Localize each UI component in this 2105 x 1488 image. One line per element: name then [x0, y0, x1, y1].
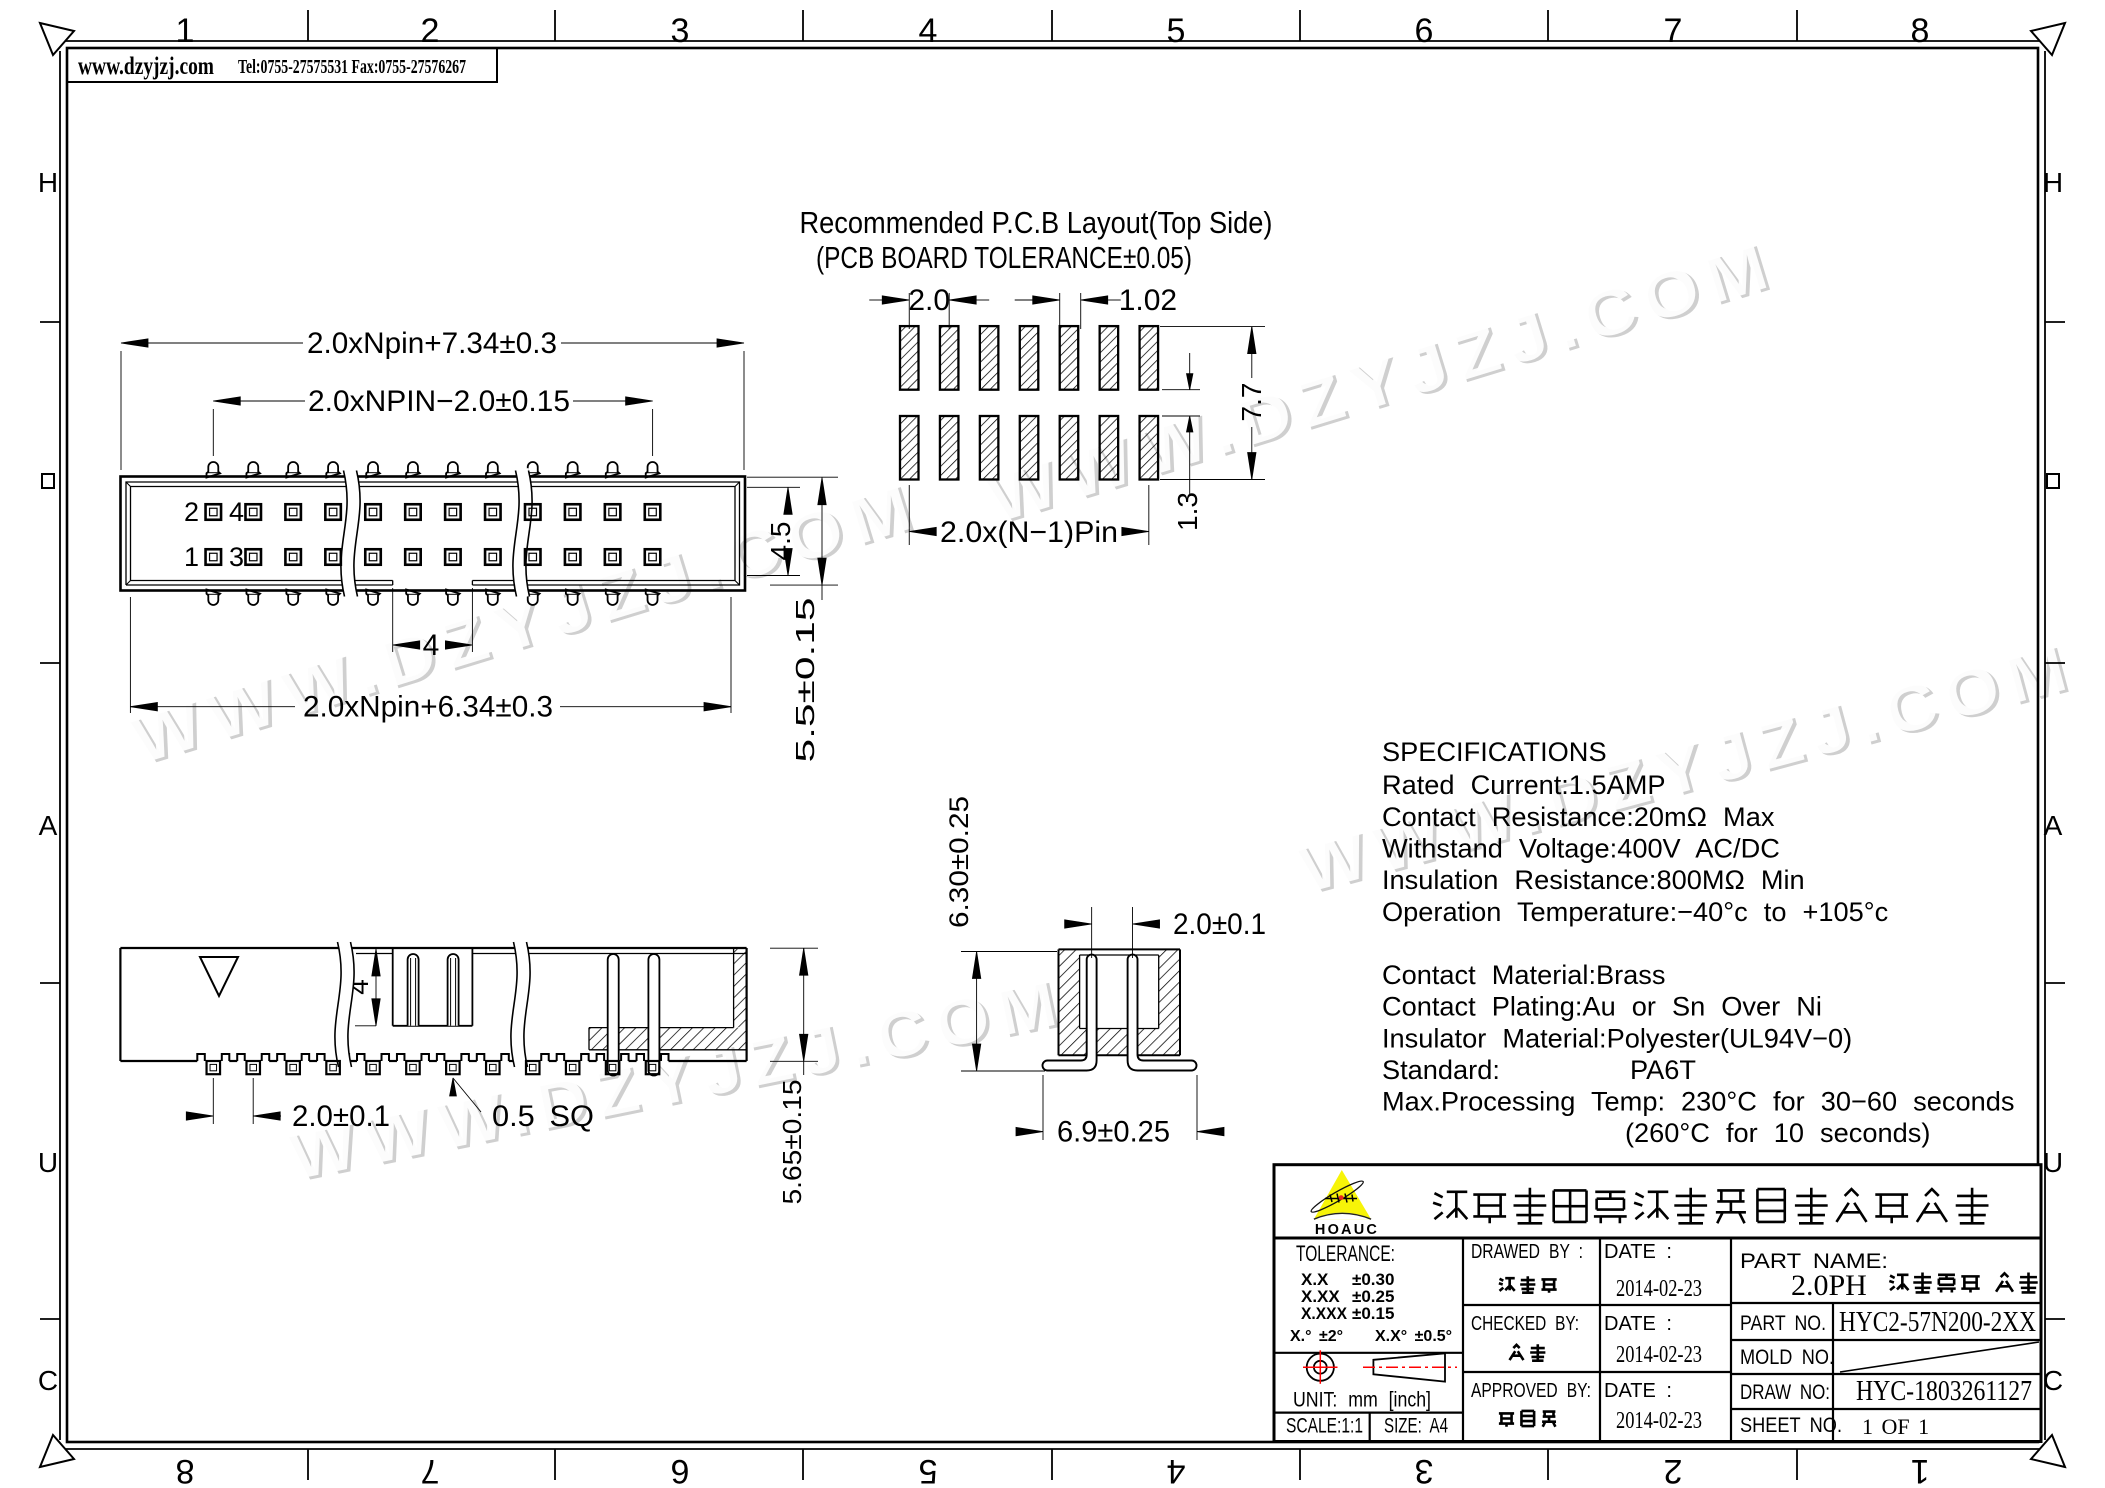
svg-text:2.0xNpin+7.34±0.3: 2.0xNpin+7.34±0.3	[307, 327, 557, 360]
svg-text:5: 5	[1167, 12, 1186, 50]
svg-text:±0.15: ±0.15	[1352, 1304, 1394, 1323]
svg-text:Standard:: Standard:	[1382, 1054, 1500, 1085]
svg-text:X.XX: X.XX	[1301, 1287, 1340, 1306]
svg-text:4: 4	[919, 12, 938, 50]
svg-text:Operation Temperature:−40°c to: Operation Temperature:−40°c to +105°c	[1382, 896, 1888, 927]
svg-text:H: H	[38, 167, 58, 198]
svg-text:5: 5	[919, 1452, 938, 1488]
svg-text:Contact Resistance:20mΩ Max: Contact Resistance:20mΩ Max	[1382, 801, 1775, 832]
svg-text:X.X° ±0.5°: X.X° ±0.5°	[1375, 1328, 1452, 1345]
svg-text:Insulation Resistance:800MΩ Mi: Insulation Resistance:800MΩ Min	[1382, 864, 1805, 895]
svg-text:1 OF 1: 1 OF 1	[1862, 1414, 1929, 1439]
svg-text:2.0x(N−1)Pin: 2.0x(N−1)Pin	[940, 516, 1118, 549]
svg-text:2: 2	[421, 12, 440, 50]
svg-text:3: 3	[229, 542, 244, 572]
svg-text:±0.30: ±0.30	[1352, 1270, 1394, 1289]
svg-text:Contact Plating:Au or Sn Over: Contact Plating:Au or Sn Over Ni	[1382, 991, 1822, 1022]
svg-text:Max.Processing Temp: 230°C for: Max.Processing Temp: 230°C for 30−60 sec…	[1382, 1086, 2014, 1117]
svg-text:1: 1	[1911, 1452, 1930, 1488]
svg-text:DRAW NO:: DRAW NO:	[1740, 1381, 1830, 1404]
svg-text:PART NO.: PART NO.	[1740, 1312, 1826, 1335]
svg-text:1: 1	[176, 12, 195, 50]
svg-text:SCALE:1:1: SCALE:1:1	[1286, 1414, 1363, 1437]
svg-text:U: U	[38, 1147, 58, 1178]
svg-text:±0.25: ±0.25	[1352, 1287, 1394, 1306]
svg-text:PART NAME:: PART NAME:	[1740, 1250, 1888, 1273]
svg-text:5.65±0.15: 5.65±0.15	[777, 1080, 807, 1205]
svg-text:A: A	[2044, 810, 2063, 841]
svg-text:C: C	[38, 1365, 58, 1396]
svg-text:DATE :: DATE :	[1604, 1380, 1672, 1402]
svg-text:6.30±0.25: 6.30±0.25	[944, 796, 974, 928]
svg-text:CHECKED BY:: CHECKED BY:	[1471, 1313, 1579, 1335]
svg-text:TOLERANCE:: TOLERANCE:	[1296, 1241, 1395, 1266]
svg-text:2014-02-23: 2014-02-23	[1616, 1276, 1702, 1302]
svg-text:1.3: 1.3	[1172, 492, 1203, 531]
svg-text:4: 4	[229, 497, 244, 527]
svg-text:6.9±0.25: 6.9±0.25	[1057, 1116, 1170, 1149]
svg-text:PA6T: PA6T	[1630, 1054, 1696, 1085]
svg-text:A: A	[39, 810, 58, 841]
svg-text:(PCB BOARD TOLERANCE±0.05): (PCB BOARD TOLERANCE±0.05)	[816, 240, 1192, 275]
svg-text:2.0xNpin+6.34±0.3: 2.0xNpin+6.34±0.3	[303, 691, 553, 724]
svg-text:2014-02-23: 2014-02-23	[1616, 1342, 1702, 1368]
svg-text:8: 8	[1911, 12, 1930, 50]
svg-text:HYC2-57N200-2XX: HYC2-57N200-2XX	[1839, 1306, 2036, 1338]
svg-text:3: 3	[1415, 1452, 1434, 1488]
svg-text:U: U	[2043, 1147, 2063, 1178]
svg-text:APPROVED BY:: APPROVED BY:	[1471, 1380, 1591, 1402]
svg-text:2.0PH: 2.0PH	[1791, 1269, 1867, 1302]
svg-text:2.0±0.1: 2.0±0.1	[1173, 908, 1266, 941]
svg-text:Rated Current:1.5AMP: Rated Current:1.5AMP	[1382, 769, 1666, 800]
svg-text:HOAUC: HOAUC	[1315, 1222, 1379, 1238]
svg-text:4.5: 4.5	[765, 522, 796, 561]
svg-text:X.XXX: X.XXX	[1301, 1304, 1348, 1323]
svg-text:2: 2	[1664, 1452, 1683, 1488]
svg-text:7: 7	[421, 1452, 440, 1488]
svg-text:SPECIFICATIONS: SPECIFICATIONS	[1382, 736, 1607, 767]
svg-text:Withstand Voltage:400V AC/DC: Withstand Voltage:400V AC/DC	[1382, 833, 1780, 864]
svg-text:C: C	[2043, 1365, 2063, 1396]
svg-text:2: 2	[184, 497, 199, 527]
svg-text:6: 6	[671, 1452, 690, 1488]
svg-text:H: H	[2043, 167, 2063, 198]
svg-text:5.5±0.15: 5.5±0.15	[790, 598, 820, 763]
svg-text:2.0xNPIN−2.0±0.15: 2.0xNPIN−2.0±0.15	[308, 385, 570, 418]
svg-text:(260°C for 10 seconds): (260°C for 10 seconds)	[1625, 1117, 1930, 1148]
svg-text:1: 1	[184, 542, 199, 572]
svg-text:7: 7	[1664, 12, 1683, 50]
svg-text:0.5 SQ: 0.5 SQ	[492, 1100, 594, 1133]
svg-text:Tel:0755-27575531 Fax:0755-27: Tel:0755-27575531 Fax:0755-27576267	[238, 56, 466, 78]
svg-text:1.02: 1.02	[1119, 284, 1177, 317]
svg-text:DATE :: DATE :	[1604, 1313, 1672, 1335]
svg-text:MOLD NO.: MOLD NO.	[1740, 1346, 1834, 1369]
svg-text:4: 4	[423, 629, 440, 662]
svg-text:4: 4	[1167, 1452, 1186, 1488]
svg-text:2.0±0.1: 2.0±0.1	[292, 1100, 390, 1133]
svg-text:7.7: 7.7	[1236, 383, 1267, 422]
svg-text:SIZE: A4: SIZE: A4	[1384, 1414, 1448, 1437]
svg-text:6: 6	[1415, 12, 1434, 50]
svg-text:Recommended P.C.B Layout(Top: Recommended P.C.B Layout(Top Side)	[800, 205, 1273, 240]
svg-text:X.° ±2°: X.° ±2°	[1290, 1328, 1343, 1345]
svg-text:Contact Material:Brass: Contact Material:Brass	[1382, 959, 1666, 990]
svg-text:2014-02-23: 2014-02-23	[1616, 1408, 1702, 1434]
svg-text:HYC-1803261127: HYC-1803261127	[1856, 1375, 2032, 1407]
svg-text:X.X: X.X	[1301, 1270, 1329, 1289]
svg-text:DRAWED BY :: DRAWED BY :	[1471, 1241, 1583, 1263]
svg-text:Insulator Material:Polyester(U: Insulator Material:Polyester(UL94V−0)	[1382, 1023, 1852, 1054]
svg-text:www.dzyjzj.com: www.dzyjzj.com	[78, 53, 214, 80]
svg-text:DATE :: DATE :	[1604, 1241, 1672, 1263]
svg-text:SHEET NO.: SHEET NO.	[1740, 1414, 1842, 1437]
svg-text:3: 3	[671, 12, 690, 50]
svg-text:UNIT: mm [inch]: UNIT: mm [inch]	[1293, 1389, 1431, 1412]
svg-text:2.0: 2.0	[908, 284, 950, 317]
svg-text:8: 8	[176, 1452, 195, 1488]
